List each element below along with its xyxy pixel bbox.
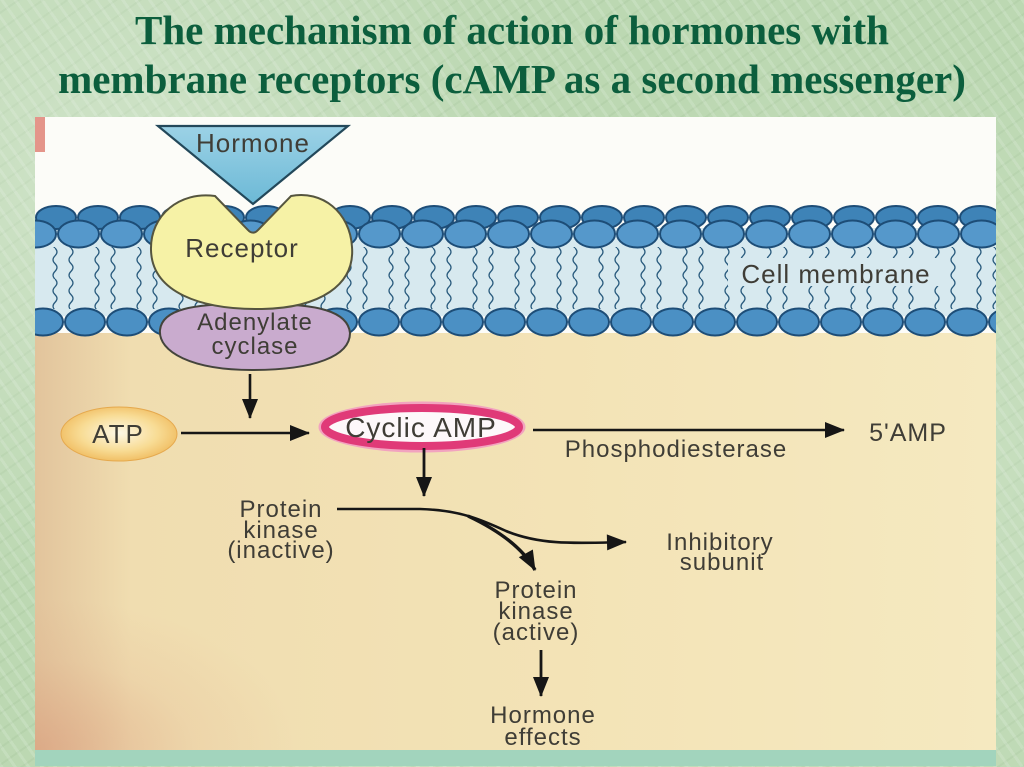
- hormone-triangle: [154, 124, 352, 206]
- cyclic-amp-glow: [318, 401, 526, 453]
- pk-active-line1: Protein: [494, 577, 577, 604]
- pk-inactive-line3: (inactive): [227, 537, 334, 564]
- adenylate-cyclase-shape: [158, 302, 352, 372]
- atp-label: ATP: [92, 419, 144, 449]
- slide-title-line2: membrane receptors (cAMP as a second mes…: [58, 56, 966, 103]
- receptor-shape: [149, 194, 354, 311]
- receptor-complex: Hormone Receptor Adenylate cyclase: [149, 124, 354, 372]
- cyclic-amp-ellipse: [321, 404, 523, 450]
- inhibitory-subunit-line1: Inhibitory: [666, 529, 773, 556]
- receptor-label: Receptor: [185, 233, 299, 263]
- scan-artifact: [35, 117, 45, 152]
- pk-active-line3: (active): [493, 619, 580, 646]
- label-backing: [728, 258, 944, 286]
- 5amp-label: 5'AMP: [869, 419, 947, 447]
- hormone-label: Hormone: [196, 128, 310, 158]
- slide-title-line1: The mechanism of action of hormones with: [135, 7, 889, 53]
- pk-to-active-arrow: [467, 514, 537, 571]
- inhibitory-subunit-line2: subunit: [680, 549, 764, 576]
- slide-title: The mechanism of action of hormones with…: [0, 6, 1024, 104]
- adenylate-cyclase-label-line1: Adenylate: [197, 309, 313, 336]
- pk-active-line2: kinase: [498, 598, 573, 625]
- adenylate-cyclase-label-line2: cyclase: [211, 333, 298, 360]
- cell-membrane-label: Cell membrane: [741, 259, 930, 289]
- kinase-cascade: Protein kinase (inactive) Inhibitory sub…: [227, 448, 773, 751]
- pk-to-inhibitory-arrow: [337, 507, 627, 551]
- phosphodiesterase-label: Phosphodiesterase: [565, 436, 787, 463]
- figure-bottom-edge: [35, 750, 996, 766]
- pk-inactive-line1: Protein: [239, 496, 322, 523]
- cyclic-amp-label: Cyclic AMP: [345, 412, 497, 443]
- atp-ellipse: [60, 406, 178, 462]
- hormone-effects-line2: effects: [504, 724, 581, 751]
- pk-inactive-line2: kinase: [243, 517, 318, 544]
- hormone-effects-line1: Hormone: [490, 702, 596, 729]
- second-messenger-row: ATP Cyclic AMP Phosphodiesterase 5'AMP: [60, 374, 947, 463]
- scan-shading: [35, 560, 365, 750]
